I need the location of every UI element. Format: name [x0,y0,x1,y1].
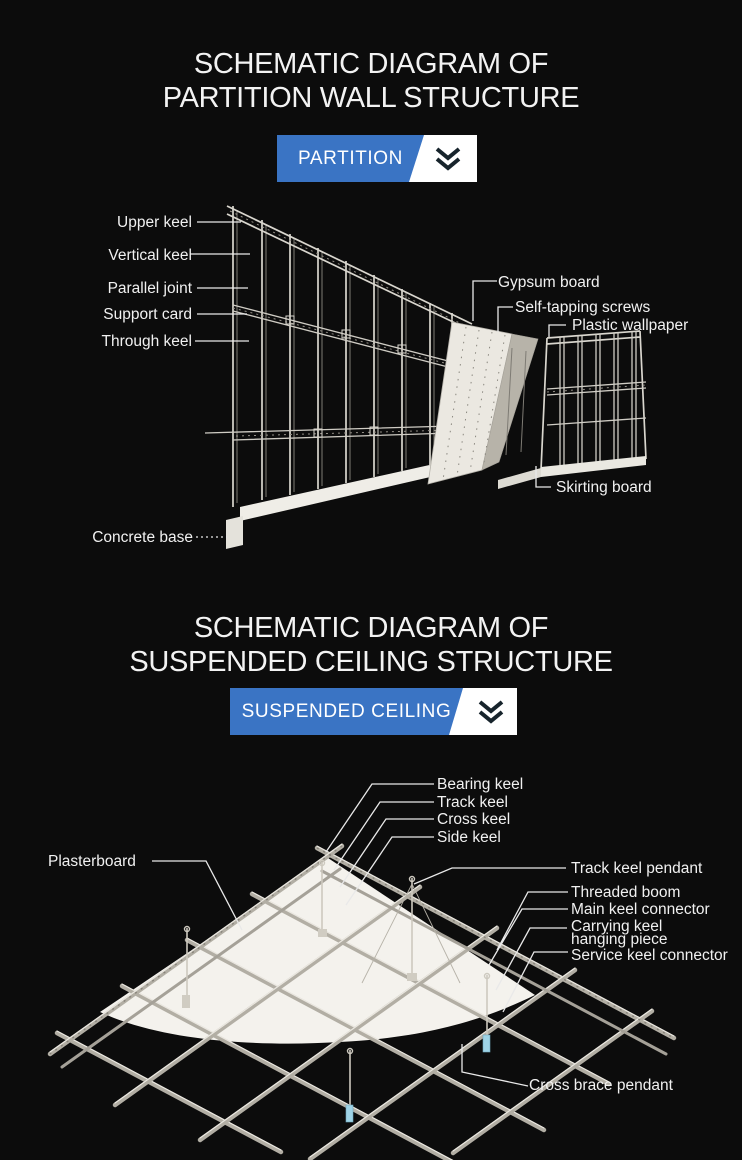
keel-connectors [182,929,417,1008]
main-keels [54,845,677,1160]
label-vertical-keel: Vertical keel [108,247,192,264]
ceiling-title: SCHEMATIC DIAGRAM OF SUSPENDED CEILING S… [0,611,742,679]
plasterboard-sheet [100,858,535,1044]
lower-rail-rivets [235,429,453,437]
label-side-keel: Side keel [437,829,501,846]
lower-rail [204,425,453,441]
support-card-clips [285,315,407,438]
label-bearing-keel: Bearing keel [437,776,523,793]
label-plasterboard: Plasterboard [48,853,136,870]
right-wall-frame [540,330,647,471]
ceiling-title-line2: SUSPENDED CEILING STRUCTURE [129,646,613,678]
partition-wall-drawing: Upper keel Vertical keel Parallel joint … [92,205,688,549]
label-skirting-board: Skirting board [556,479,652,496]
wall-studs-shadow [236,210,435,503]
label-service-keel-connector: Service keel connector [571,947,728,964]
label-support-card: Support card [103,306,192,323]
suspended-ceiling-banner: SUSPENDED CEILING [230,688,517,735]
right-wall-skirting [541,456,646,477]
main-keels-highlight [56,845,675,1160]
label-cross-brace-pendant: Cross brace pendant [529,1077,674,1094]
partition-title-line2: PARTITION WALL STRUCTURE [162,82,580,114]
middle-rail-rivets [232,307,453,366]
skirting-extension [498,468,541,489]
ceiling-leader-lines [152,783,568,1087]
label-through-keel: Through keel [102,333,192,350]
upper-keel-rails [226,205,473,332]
ceiling-banner-label: SUSPENDED CEILING [241,700,452,722]
label-carrying-keel-line1: Carrying keel [571,918,662,935]
label-track-keel-pendant: Track keel pendant [571,860,703,877]
right-wall-rivets [546,384,647,393]
upper-keel-rivets [229,210,471,329]
right-wall-section [498,330,647,489]
label-cross-keel: Cross keel [437,811,510,828]
label-track-keel: Track keel [437,794,508,811]
partition-title: SCHEMATIC DIAGRAM OF PARTITION WALL STRU… [0,47,742,115]
floor-runner-strip [240,460,452,521]
pendant-clips [345,1034,491,1123]
label-plastic-wallpaper: Plastic wallpaper [572,317,688,334]
hanger-rods [186,862,488,1113]
partition-banner-label: PARTITION [298,147,403,169]
double-chevron-down-icon [435,146,461,171]
partition-title-line1: SCHEMATIC DIAGRAM OF [193,48,549,80]
cross-keels-highlight [49,843,653,1158]
edge-keel-texture [49,845,675,1055]
label-gypsum-board: Gypsum board [498,274,600,291]
gypsum-board-side [481,333,539,471]
label-threaded-boom: Threaded boom [571,884,680,901]
brace-wires [361,883,461,984]
ceiling-title-line1: SCHEMATIC DIAGRAM OF [193,612,549,644]
edge-track-keels [60,867,668,1069]
concrete-base-block [226,516,243,549]
cross-keels [47,843,655,1160]
studs-behind-board [505,347,527,456]
double-chevron-down-icon [478,699,504,724]
right-wall-rails [546,381,647,426]
partition-banner: PARTITION [277,135,477,182]
suspended-ceiling-drawing: Bearing keel Track keel Cross keel Side … [47,776,728,1160]
label-parallel-joint: Parallel joint [108,280,193,297]
label-self-tapping-screws: Self-tapping screws [515,299,651,316]
rod-hooks [183,859,491,1055]
partition-leader-lines [190,221,566,488]
partition-banner-blue: PARTITION [277,135,424,182]
label-main-keel-connector: Main keel connector [571,901,710,918]
right-wall-studs [559,332,637,468]
ceiling-banner-blue: SUSPENDED CEILING [230,688,463,735]
label-carrying-keel-line2: hanging piece [571,931,668,948]
label-upper-keel: Upper keel [117,214,192,231]
label-concrete-base: Concrete base [92,529,193,546]
